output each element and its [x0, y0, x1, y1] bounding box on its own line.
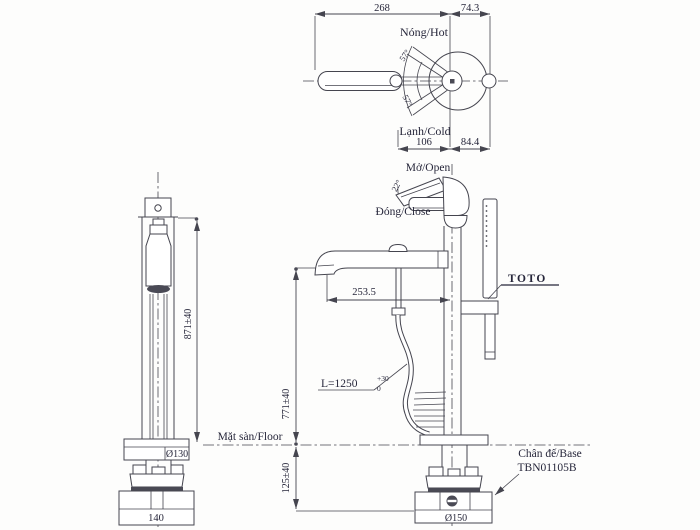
dim-height-label: 871±40: [183, 309, 194, 340]
hose-length-label: L=1250: [321, 378, 358, 390]
hot-label: Nóng/Hot: [400, 25, 449, 39]
dim-spout-height-label: 771±40: [281, 389, 292, 420]
hose-tolerance-lower: 0: [377, 384, 381, 393]
dim-spout-reach-label: 253.5: [352, 287, 376, 298]
brand-logo: TOTO: [508, 273, 547, 285]
open-label: Mở/Open: [406, 162, 451, 174]
flange-diameter-label: Ø130: [166, 449, 188, 460]
dim-total-width-label: 268: [374, 3, 390, 14]
cold-label: Lạnh/Cold: [399, 124, 450, 138]
side-view-diagram: 22° Mở/Open Đóng/Close TOTO: [314, 162, 582, 527]
cold-angle-label: 57°: [400, 93, 414, 108]
side-view-dimensions: 771±40 125±40 253.5: [281, 267, 450, 512]
front-view-diagram: Ø130 140 871±40: [118, 172, 200, 527]
base-width-label: 140: [148, 513, 164, 524]
top-view-diagram: 268 74.3 Nóng/Hot Lạnh/Cold 57° 57° 106 …: [303, 3, 508, 152]
dim-bottom-left-label: 106: [416, 137, 432, 148]
close-label: Đóng/Close: [376, 206, 431, 218]
floor-label: Mặt sàn/Floor: [218, 431, 283, 443]
base-diameter-label: Ø150: [445, 513, 467, 524]
floor-line-group: Mặt sàn/Floor: [203, 431, 592, 446]
base-note-line1: Chân đế/Base: [518, 447, 582, 460]
base-note-line2: TBN01105B: [518, 462, 577, 474]
hose-tolerance-upper: +30: [377, 374, 389, 383]
dim-bottom-right-label: 84.4: [461, 137, 480, 148]
lever-angle-label: 22°: [389, 178, 403, 193]
dim-right-width-label: 74.3: [461, 3, 479, 14]
dim-below-floor-label: 125±40: [281, 463, 292, 494]
